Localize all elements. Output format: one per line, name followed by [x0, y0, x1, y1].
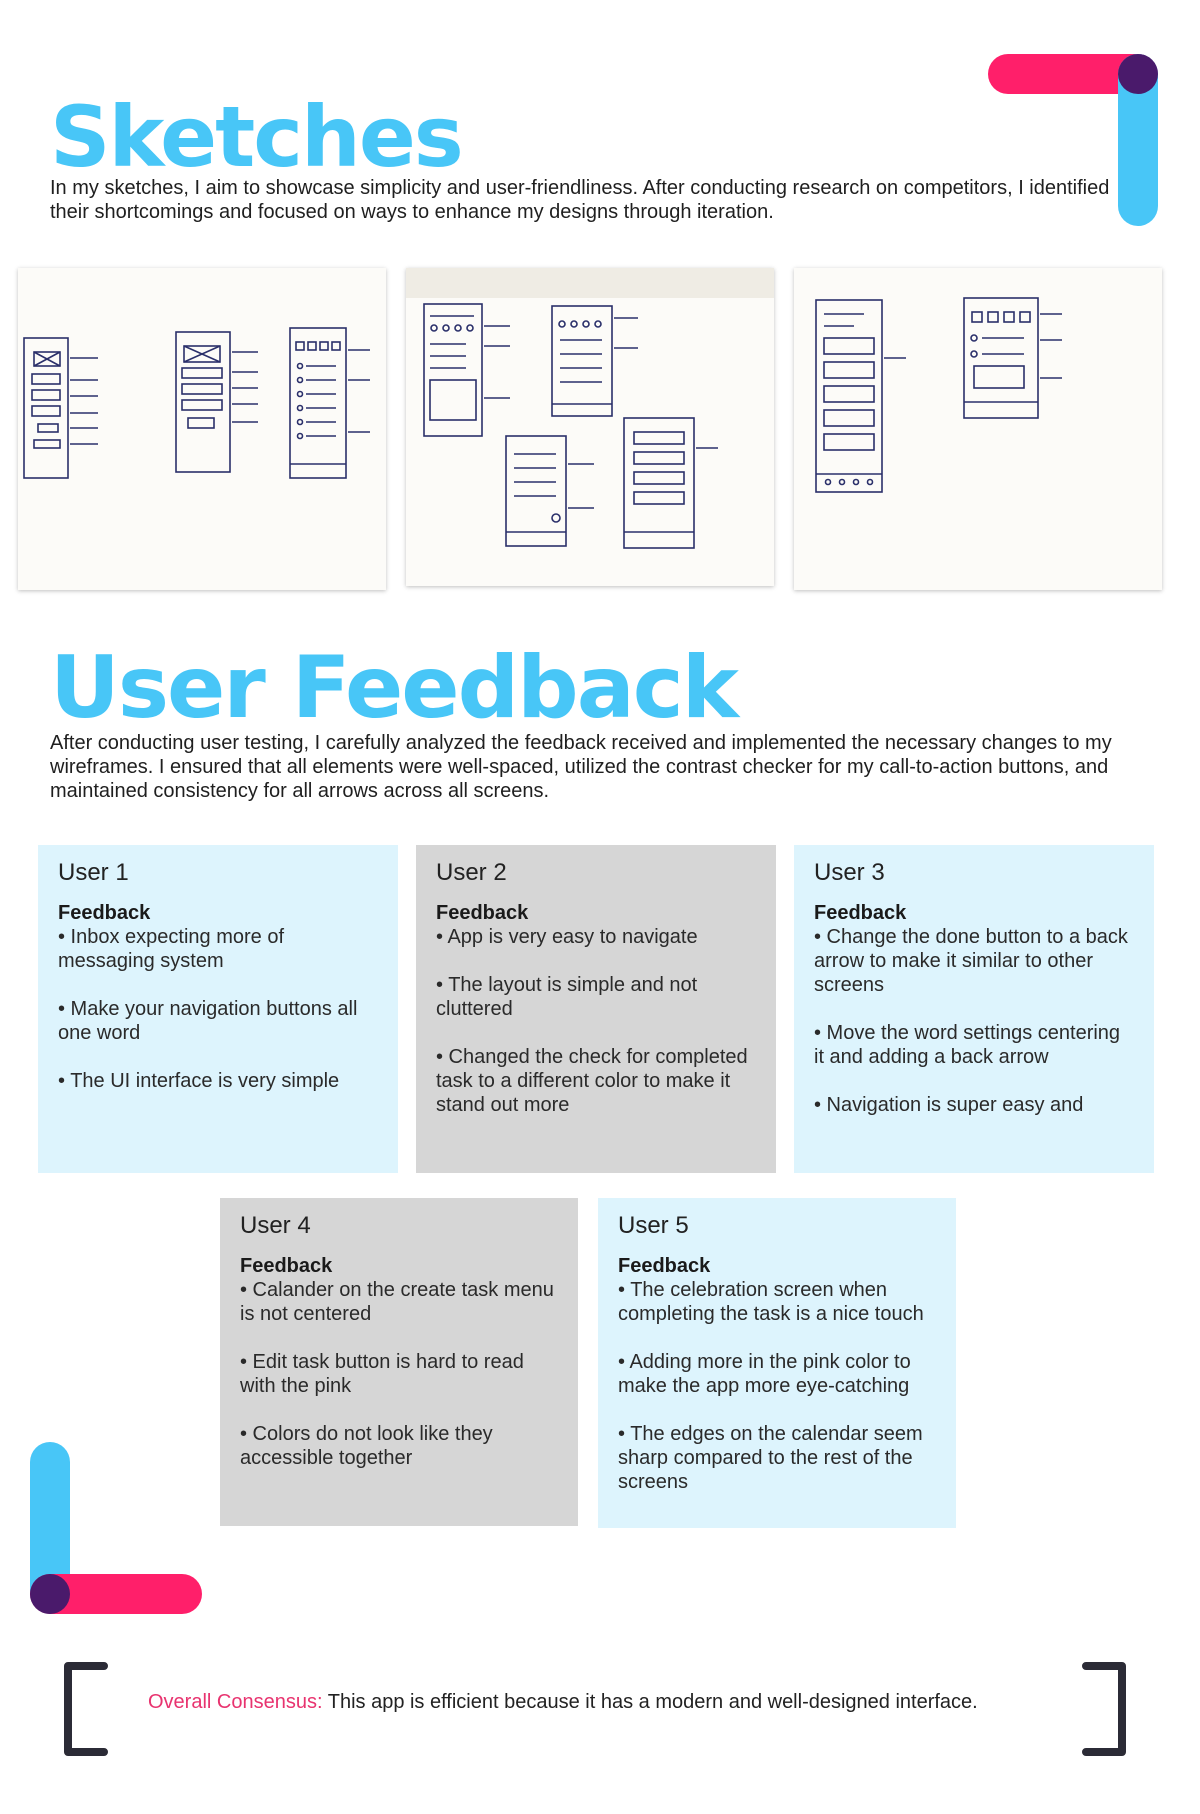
right-bracket-icon — [1082, 1662, 1126, 1756]
feedback-point: • The layout is simple and not cluttered — [436, 974, 698, 1020]
feedback-point: • The celebration screen when completing… — [618, 1279, 924, 1325]
feedback-point: • App is very easy to navigate — [436, 926, 698, 948]
feedback-point: • Navigation is super easy and — [814, 1094, 1084, 1116]
feedback-card-user-2: User 2 Feedback • App is very easy to na… — [416, 845, 776, 1173]
card-user-name: User 5 — [618, 1212, 689, 1239]
sketch-image-profile-popup — [794, 268, 1162, 590]
feedback-title: User Feedback — [50, 638, 739, 738]
card-feedback-heading: Feedback — [436, 902, 529, 924]
card-user-name: User 1 — [58, 859, 129, 886]
consensus-text: This app is efficient because it has a m… — [322, 1691, 978, 1713]
feedback-card-user-4: User 4 Feedback • Calander on the create… — [220, 1198, 578, 1526]
feedback-point: • Adding more in the pink color to make … — [618, 1351, 911, 1397]
card-feedback-heading: Feedback — [814, 902, 907, 924]
feedback-point: • Inbox expecting more of messaging syst… — [58, 926, 285, 972]
feedback-point: • Calander on the create task menu is no… — [240, 1279, 554, 1325]
feedback-card-user-5: User 5 Feedback • The celebration screen… — [598, 1198, 956, 1528]
sketch-image-calendar-tasks — [406, 268, 774, 586]
feedback-point: • Colors do not look like they accessibl… — [240, 1423, 493, 1469]
decor-overlap-bottom — [30, 1574, 70, 1614]
feedback-point: • Make your navigation buttons all one w… — [58, 998, 358, 1044]
card-feedback-heading: Feedback — [240, 1255, 333, 1277]
feedback-point: • Move the word settings centering it an… — [814, 1022, 1121, 1068]
consensus-label: Overall Consensus: — [148, 1691, 323, 1713]
left-bracket-icon — [64, 1662, 108, 1756]
card-feedback-heading: Feedback — [618, 1255, 711, 1277]
card-feedback-heading: Feedback — [58, 902, 151, 924]
feedback-card-user-3: User 3 Feedback • Change the done button… — [794, 845, 1154, 1173]
feedback-point: • The UI interface is very simple — [58, 1070, 340, 1092]
sketches-intro: In my sketches, I aim to showcase simpli… — [50, 177, 1110, 223]
feedback-point: • Edit task button is hard to read with … — [240, 1351, 524, 1397]
sketch-image-login-signup-home — [18, 268, 386, 590]
feedback-point: • Changed the check for completed task t… — [436, 1046, 748, 1116]
feedback-point: • The edges on the calendar seem sharp c… — [618, 1423, 923, 1493]
card-user-name: User 3 — [814, 859, 885, 886]
feedback-intro: After conducting user testing, I careful… — [50, 732, 1112, 802]
card-user-name: User 4 — [240, 1212, 311, 1239]
feedback-point: • Change the done button to a back arrow… — [814, 926, 1128, 996]
decor-overlap-top — [1118, 54, 1158, 94]
card-user-name: User 2 — [436, 859, 507, 886]
feedback-card-user-1: User 1 Feedback • Inbox expecting more o… — [38, 845, 398, 1173]
sketches-title: Sketches — [50, 88, 464, 186]
overall-consensus: Overall Consensus: This app is efficient… — [148, 1690, 978, 1714]
